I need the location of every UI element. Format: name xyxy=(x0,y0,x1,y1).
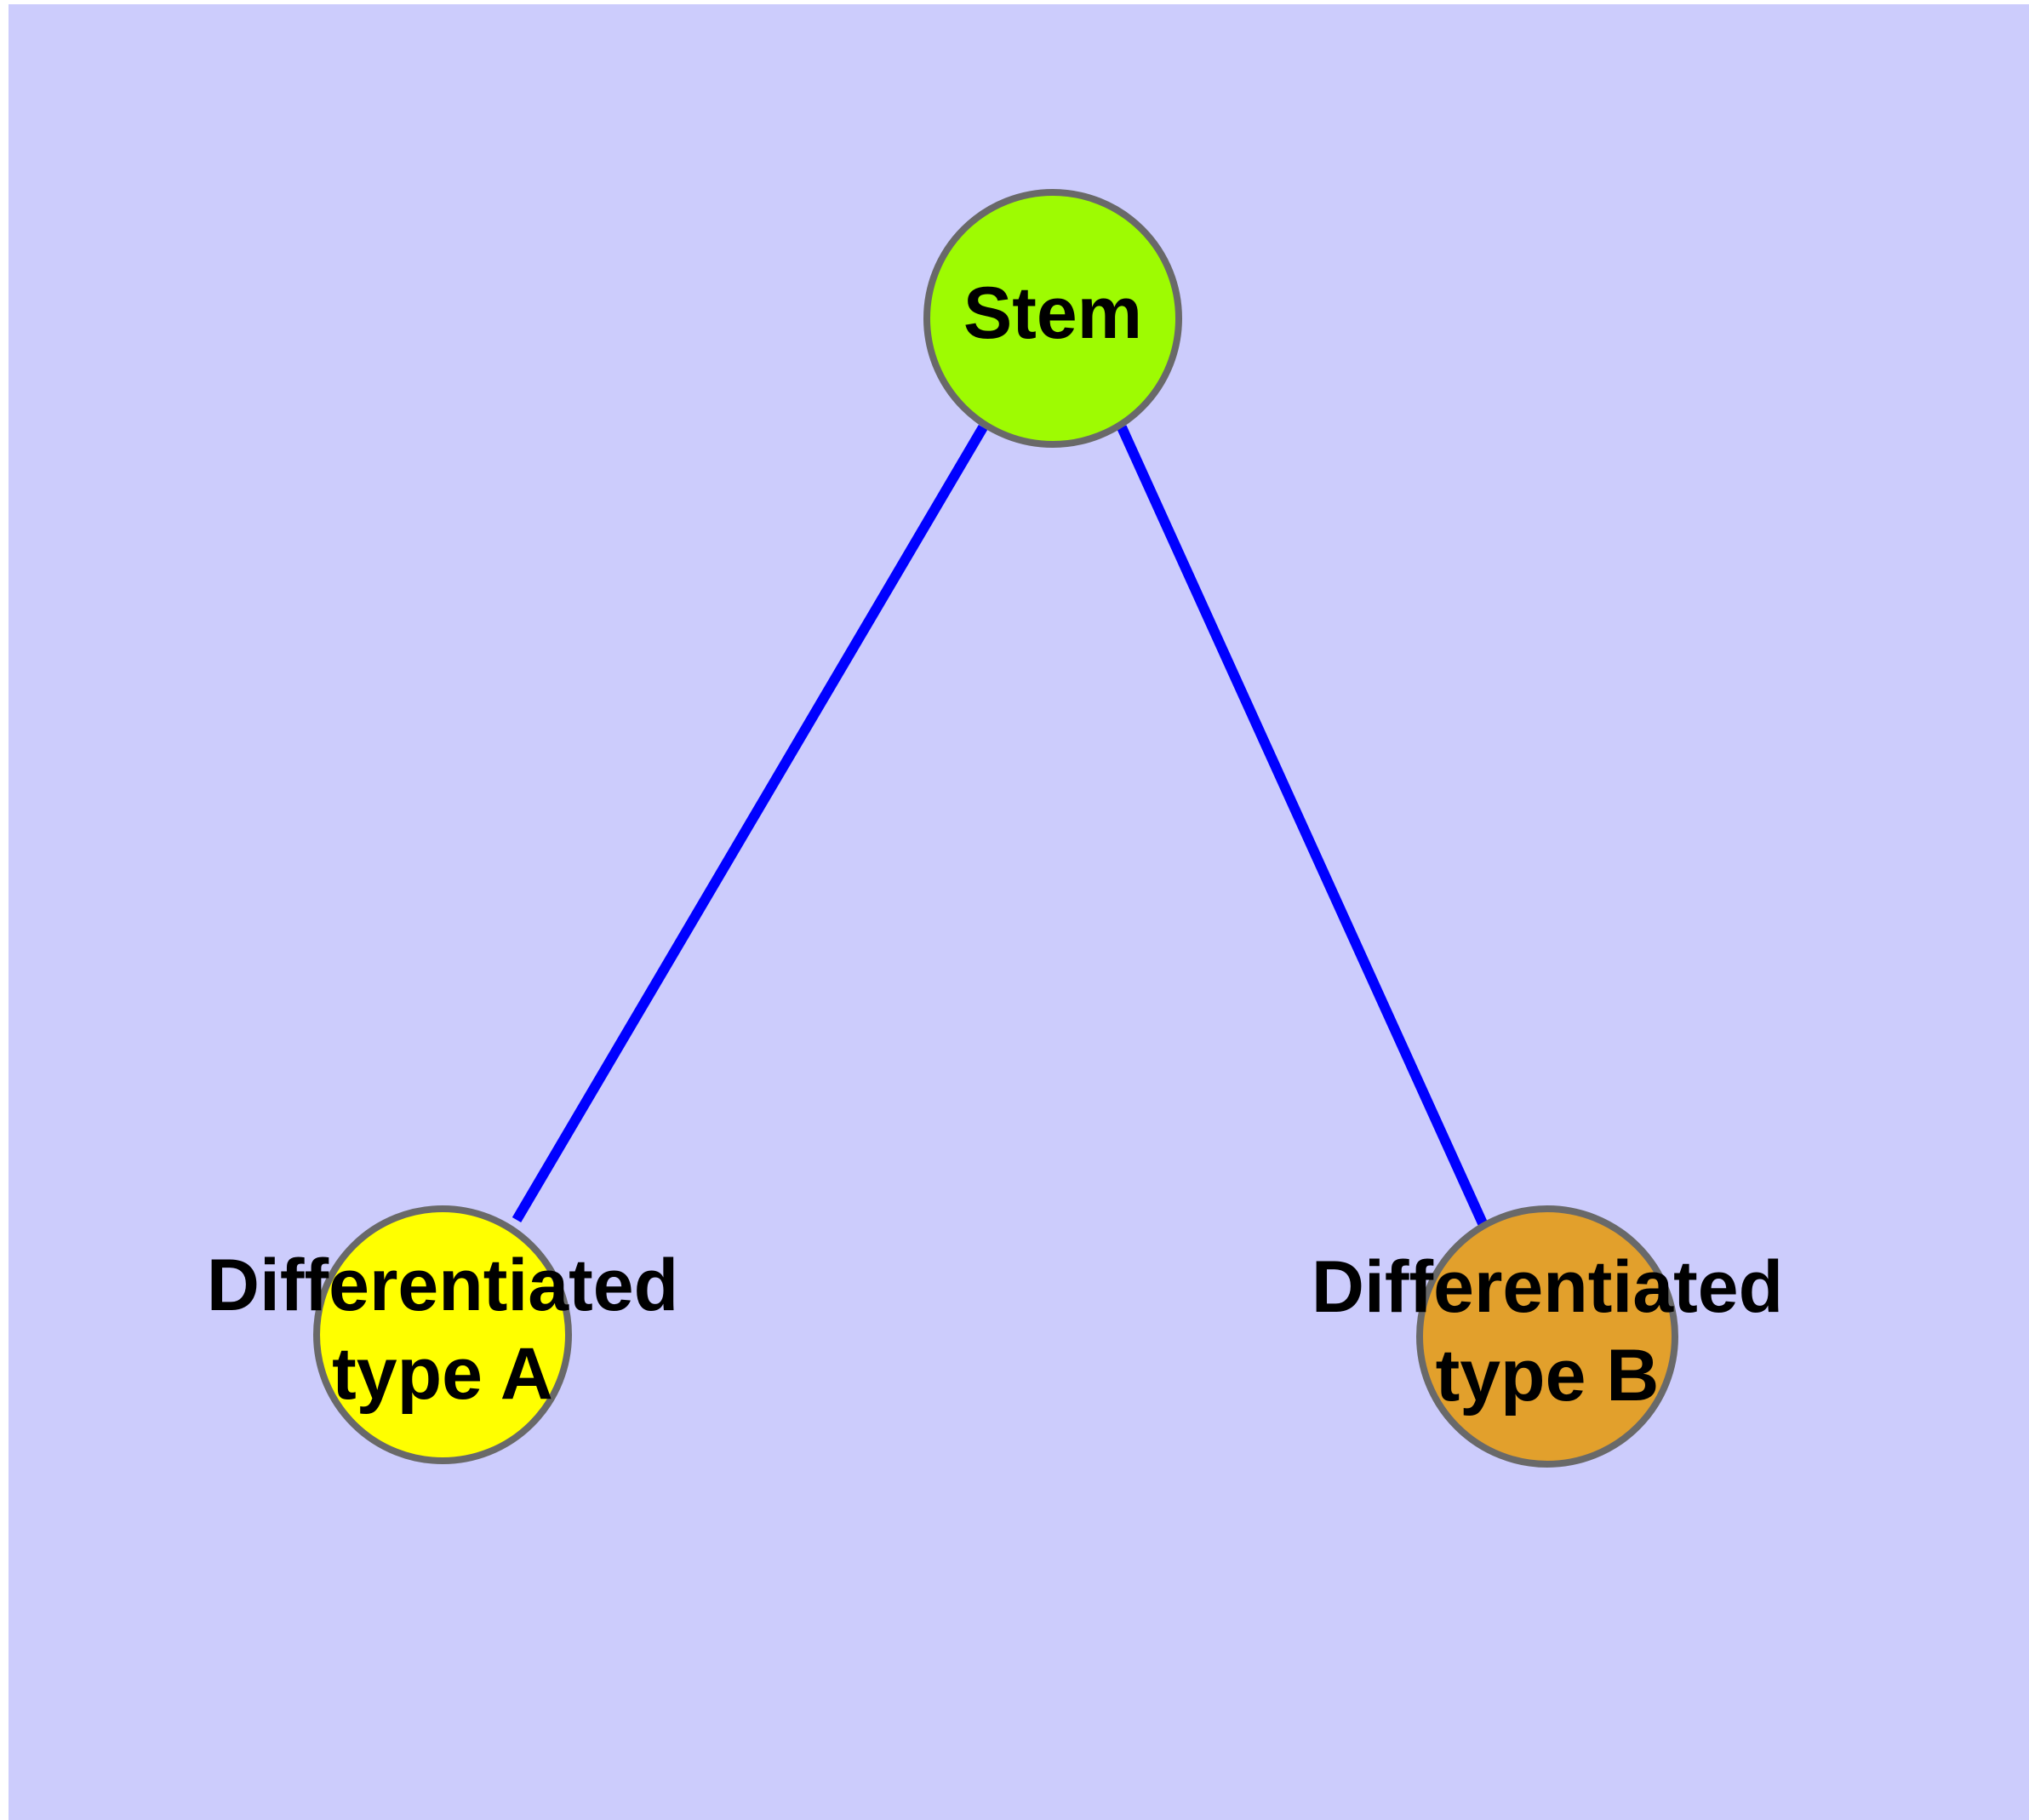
edges-layer xyxy=(512,424,1488,1226)
graph-node-label-line: Stem xyxy=(963,272,1142,354)
graph-edge-stem-to-diff_b xyxy=(1117,425,1488,1226)
graph-edge-stem-to-diff_a xyxy=(512,424,988,1223)
nodes-layer xyxy=(313,189,1678,1468)
graph-node-label-line: Differentiated xyxy=(207,1245,678,1326)
graph-node-label-line: Differentiated xyxy=(1312,1246,1783,1328)
graph-node-label-stem: Stem xyxy=(963,272,1142,354)
graph-node-label-line: type B xyxy=(1436,1335,1660,1417)
graph-node-diff_b[interactable] xyxy=(1416,1205,1678,1468)
graph-node-stem[interactable] xyxy=(923,189,1182,448)
graph-node-diff_a[interactable] xyxy=(313,1205,572,1464)
graph-node-label-line: type A xyxy=(332,1333,553,1415)
